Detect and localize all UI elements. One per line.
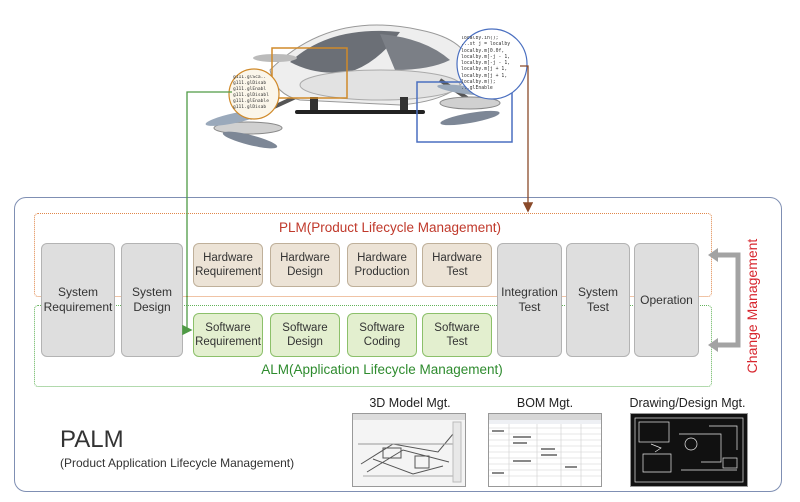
plm-title: PLM(Product Lifecycle Management) bbox=[278, 220, 502, 235]
hardware-requirement-box: Hardware Requirement bbox=[193, 243, 263, 287]
palm-title: PALM bbox=[60, 426, 124, 453]
alm-title: ALM(Application Lifecycle Management) bbox=[261, 362, 503, 377]
bom-mgt-label: BOM Mgt. bbox=[516, 396, 574, 410]
software-test-box: Software Test bbox=[422, 313, 492, 357]
bom-thumbnail bbox=[488, 413, 602, 487]
drawing-thumbnail bbox=[630, 413, 748, 487]
system-test-box: System Test bbox=[566, 243, 630, 357]
software-requirement-box: Software Requirement bbox=[193, 313, 263, 357]
code-bubble-right bbox=[456, 28, 528, 100]
software-coding-box: Software Coding bbox=[347, 313, 417, 357]
drawing-mgt-label: Drawing/Design Mgt. bbox=[629, 396, 746, 410]
integration-test-box: Integration Test bbox=[497, 243, 562, 357]
hardware-test-box: Hardware Test bbox=[422, 243, 492, 287]
software-design-box: Software Design bbox=[270, 313, 340, 357]
change-management-bracket bbox=[708, 248, 741, 352]
system-design-box: System Design bbox=[121, 243, 183, 357]
model-3d-thumbnail bbox=[352, 413, 466, 487]
operation-box: Operation bbox=[634, 243, 699, 357]
hardware-design-box: Hardware Design bbox=[270, 243, 340, 287]
hardware-production-box: Hardware Production bbox=[347, 243, 417, 287]
change-management-label: Change Management bbox=[744, 238, 760, 374]
system-requirement-box: System Requirement bbox=[41, 243, 115, 357]
code-bubble-left bbox=[228, 68, 280, 120]
palm-subtitle: (Product Application Lifecycle Managemen… bbox=[60, 456, 295, 470]
model-3d-mgt-label: 3D Model Mgt. bbox=[369, 396, 451, 410]
